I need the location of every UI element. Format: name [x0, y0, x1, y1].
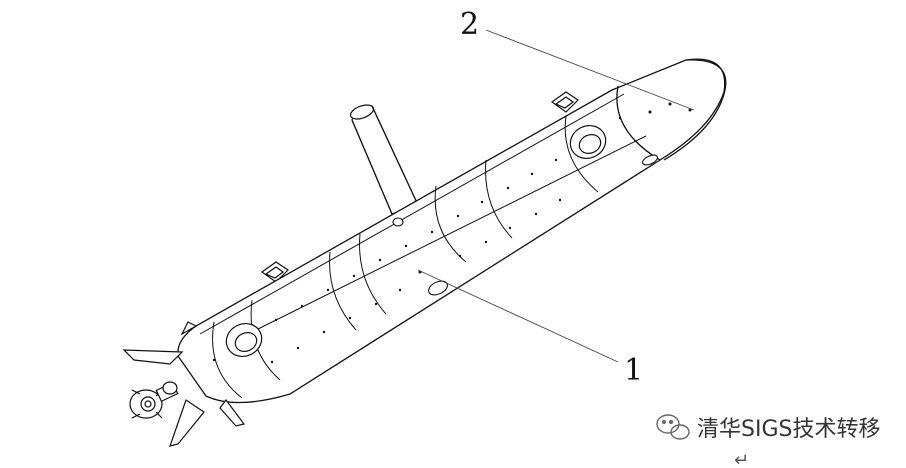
hull-body [177, 58, 726, 404]
callout-1-label: 1 [624, 353, 643, 388]
hull-port-lower [428, 154, 658, 296]
callout-2-leader [485, 29, 695, 111]
hull-longitudinal-lines [199, 93, 647, 335]
nose-cone [616, 59, 727, 161]
lifting-lug-rear [260, 261, 289, 283]
mast-tube [349, 104, 419, 215]
return-mark: ↵ [734, 450, 749, 468]
callout-2-label: 2 [460, 7, 479, 42]
thruster-port-front [569, 125, 607, 159]
tail-fins [122, 321, 246, 447]
hull-hole-upper [392, 217, 404, 227]
lifting-lug-front [550, 91, 579, 113]
callout-1-leader [417, 269, 619, 363]
propeller-assembly [129, 381, 179, 419]
wechat-logo-icon [656, 414, 690, 440]
rivet-dots [212, 102, 692, 364]
watermark: 清华SIGS技术转移 [656, 414, 880, 442]
watermark-text: 清华SIGS技术转移 [697, 417, 880, 442]
thruster-port-rear [225, 323, 263, 357]
